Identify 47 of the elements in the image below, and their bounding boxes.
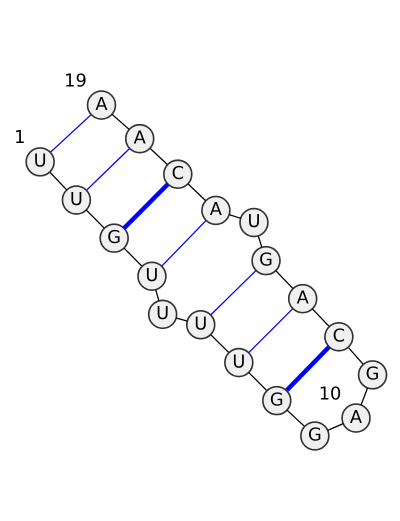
node-label: 19 (64, 70, 87, 91)
node-circle: U (224, 347, 254, 377)
connector (155, 289, 160, 300)
node-circle: A (288, 283, 318, 313)
node-circle: A (124, 123, 154, 153)
node-circle: G (99, 222, 129, 252)
connector (176, 316, 188, 322)
connector (187, 182, 206, 200)
connector (248, 372, 267, 390)
node-circle: G (251, 245, 281, 275)
connector (286, 409, 305, 426)
node-circle: A (86, 90, 116, 120)
node-circle: U (186, 309, 216, 340)
connector (275, 270, 294, 288)
connector (328, 422, 344, 430)
connector (258, 235, 262, 247)
node-circle: A (341, 402, 371, 432)
connector (161, 220, 206, 266)
node-circle: C (163, 158, 193, 188)
node-circle: G (358, 360, 388, 390)
node-circle: G (262, 385, 292, 415)
connector (360, 387, 368, 405)
node-circle: U (148, 299, 178, 329)
connector (210, 270, 256, 315)
connector (248, 308, 294, 353)
connector (285, 345, 330, 392)
node-circle: C (324, 322, 354, 352)
connector (124, 247, 142, 266)
node-circle: A (201, 195, 231, 225)
connector (348, 346, 364, 364)
node-circle: U (137, 260, 167, 291)
connector (112, 113, 130, 130)
connector (50, 171, 68, 190)
connector (86, 148, 130, 190)
connector (312, 308, 330, 326)
connector (122, 182, 170, 230)
node-circle: G (300, 420, 330, 450)
node-label: 1 (14, 128, 26, 148)
connector (229, 214, 241, 218)
connector (150, 148, 168, 164)
connector (210, 334, 229, 352)
node-label: 10 (318, 384, 342, 404)
node-circle: U (239, 207, 269, 237)
node-circle: U (25, 146, 55, 176)
node-circle: U (62, 184, 92, 214)
connector (50, 114, 92, 152)
connector (86, 209, 104, 228)
